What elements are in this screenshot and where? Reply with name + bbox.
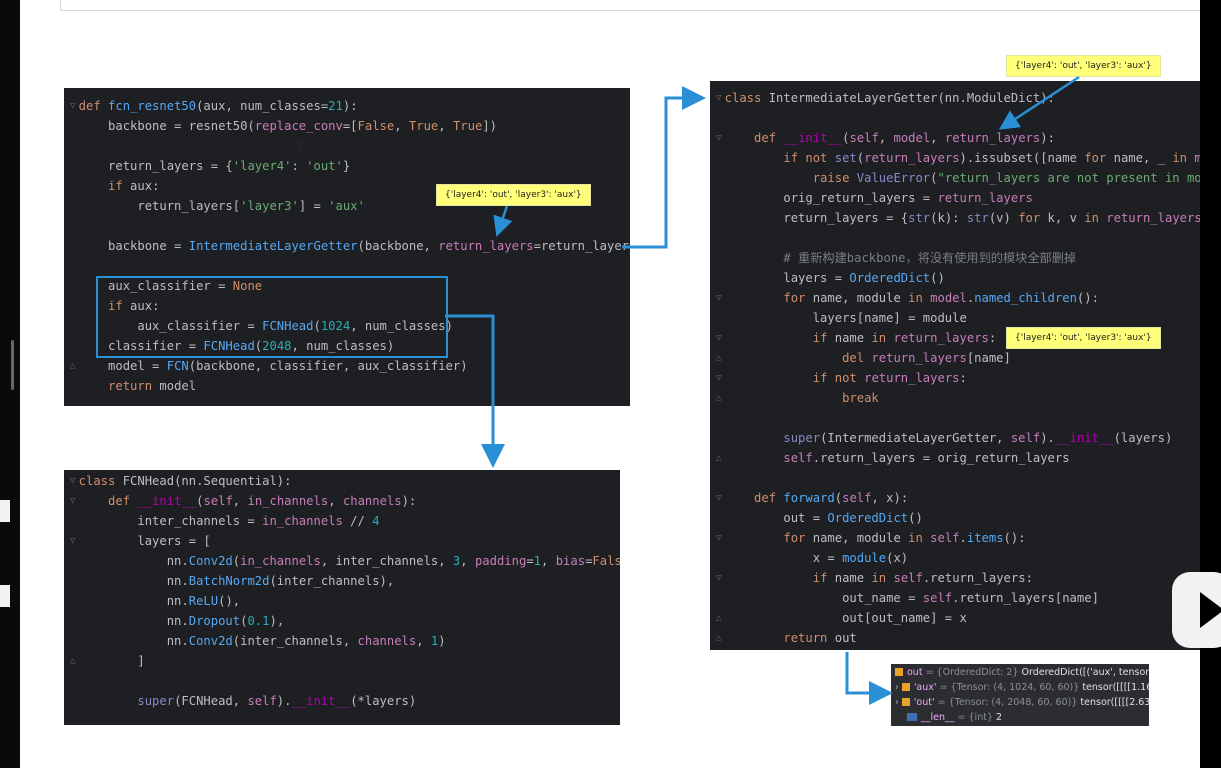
code-line: if aux: [108, 179, 160, 193]
var-name: 'aux' [913, 682, 937, 693]
annotation-note: {'layer4': 'out', 'layer3': 'aux'} [1006, 327, 1161, 349]
code-line: ▽ if name in return_layers: [716, 331, 997, 345]
code-line: ▽ def forward(self, x): [716, 491, 909, 505]
code-line: out_name = self.return_layers[name] [710, 591, 1099, 605]
code-line: ▽ class IntermediateLayerGetter(nn.Modul… [710, 91, 1055, 105]
var-value: OrderedDict([('aux', tensor([[ [1021, 667, 1149, 678]
var-name: out [907, 667, 923, 678]
arrow-note-to-class [998, 75, 1080, 130]
debugger-row-out-tensor[interactable]: › 'out' = {Tensor: (4, 2048, 60, 60)} ten… [895, 695, 1149, 710]
code-block-intermediate-layer-getter: ▽ class IntermediateLayerGetter(nn.Modul… [710, 81, 1200, 650]
code-line: return_layers = {'layer4': 'out'} [64, 159, 351, 173]
code-line: ▽ class FCNHead(nn.Sequential): [64, 474, 292, 488]
code-line: x = module(x) [710, 551, 909, 565]
code-line: ▽ if not return_layers: [716, 371, 967, 385]
code-line: nn.BatchNorm2d(inter_channels), [64, 574, 395, 588]
var-type: = {Tensor: (4, 1024, 60, 60)} [936, 682, 1083, 693]
code-line: return_layers['layer3'] = 'aux' [64, 199, 365, 213]
code-line: layers = OrderedDict() [710, 271, 945, 285]
code-line: if aux: [108, 299, 160, 313]
code-line: backbone = IntermediateLayerGetter(backb… [64, 239, 630, 253]
code-line: classifier = FCNHead(2048, num_classes) [64, 339, 395, 353]
code-line: △ break [716, 391, 879, 405]
code-line: return_layers = {str(k): str(v) for k, v… [710, 211, 1200, 225]
code-line: △ model = FCN(backbone, classifier, aux_… [64, 359, 468, 373]
code-line: ▽ def __init__(self, model, return_layer… [716, 131, 1055, 145]
chevron-right-icon[interactable]: › [895, 682, 899, 693]
code-line: nn.Conv2d(in_channels, inter_channels, 3… [64, 554, 620, 568]
code-line: △ self.return_layers = orig_return_layer… [716, 451, 1070, 465]
partial-window-fragment [0, 500, 10, 522]
code-line: orig_return_layers = return_layers [710, 191, 1033, 205]
code-line: super(IntermediateLayerGetter, self).__i… [783, 431, 1173, 445]
annotation-note: {'layer4': 'out', 'layer3': 'aux'} [436, 184, 591, 206]
code-line: △ return out [716, 631, 857, 645]
debugger-row-aux[interactable]: › 'aux' = {Tensor: (4, 1024, 60, 60)} ten… [895, 680, 1149, 695]
code-block-fcnhead: ▽ class FCNHead(nn.Sequential): ▽ def __… [64, 470, 620, 725]
code-line: nn.Conv2d(inter_channels, channels, 1) [64, 634, 446, 648]
debugger-row-len[interactable]: __len__ = {int} 2 [907, 710, 1002, 725]
code-line: return model [108, 379, 197, 393]
tensor-icon [901, 683, 910, 691]
code-line: out = OrderedDict() [710, 511, 923, 525]
top-toolbar-edge [60, 0, 1200, 11]
dict-icon [895, 668, 903, 676]
var-value: tensor([[[[1.161 [1082, 682, 1149, 693]
code-line: ▽ if name in self.return_layers: [716, 571, 1033, 585]
var-type: = {Tensor: (4, 2048, 60, 60)} [934, 697, 1081, 708]
code-line: nn.Dropout(0.1), [64, 614, 285, 628]
code-line: inter_channels = in_channels // 4 [64, 514, 380, 528]
code-line: nn.ReLU(), [64, 594, 241, 608]
slide-canvas: ▽ def fcn_resnet50(aux, num_classes=21):… [20, 0, 1200, 768]
code-line: △ out[out_name] = x [710, 611, 967, 625]
tensor-icon [901, 698, 910, 706]
var-type: = {int} [954, 712, 997, 723]
debugger-variables-panel: out = {OrderedDict: 2} OrderedDict([('au… [891, 664, 1149, 726]
left-window-strip [0, 0, 20, 768]
int-icon [907, 713, 917, 721]
code-line: super(FCNHead, self).__init__(*layers) [137, 694, 417, 708]
arrow-note-to-fcn [493, 205, 513, 237]
var-name: __len__ [921, 712, 955, 723]
code-line: raise ValueError("return_layers are not … [812, 171, 1200, 185]
arrow-to-debugger [845, 652, 893, 705]
code-line: aux_classifier = None [64, 279, 263, 293]
code-line: if not set(return_layers).issubset([name… [783, 151, 1200, 165]
video-play-button[interactable] [1172, 572, 1221, 648]
code-line: △ ] [64, 654, 145, 668]
partial-window-fragment [0, 585, 10, 607]
arrow-to-fcnhead [445, 314, 505, 468]
code-line: ▽ layers = [ [64, 534, 211, 548]
code-line: aux_classifier = FCNHead(1024, num_class… [64, 319, 453, 333]
var-name: 'out' [913, 697, 935, 708]
arrow-to-intermediate-layer-getter [622, 86, 706, 249]
var-value: 2 [996, 712, 1003, 723]
annotation-note: {'layer4': 'out', 'layer3': 'aux'} [1006, 55, 1161, 77]
debugger-row-out[interactable]: out = {OrderedDict: 2} OrderedDict([('au… [895, 665, 1149, 680]
code-line: ▽ for name, module in self.items(): [716, 531, 1026, 545]
code-line: ▽ def __init__(self, in_channels, channe… [70, 494, 417, 508]
scrollbar-handle[interactable] [11, 340, 14, 390]
play-icon [1200, 592, 1221, 628]
code-line: backbone = resnet50(replace_conv=[False,… [64, 119, 497, 133]
var-value: tensor([[[[2.63 [1080, 697, 1149, 708]
right-window-strip [1200, 0, 1221, 768]
code-line: △ del return_layers[name] [716, 351, 1011, 365]
chevron-right-icon[interactable]: › [895, 697, 899, 708]
code-line: layers[name] = module [710, 311, 967, 325]
code-line: ▽ def fcn_resnet50(aux, num_classes=21): [64, 99, 358, 113]
connector-arrows [445, 75, 1080, 705]
code-line: ▽ for name, module in model.named_childr… [716, 291, 1099, 305]
var-type: = {OrderedDict: 2} [922, 667, 1022, 678]
code-block-fcn-resnet50: ▽ def fcn_resnet50(aux, num_classes=21):… [64, 88, 630, 406]
code-line: # 重新构建backbone，将没有使用到的模块全部删掉 [783, 251, 1077, 265]
